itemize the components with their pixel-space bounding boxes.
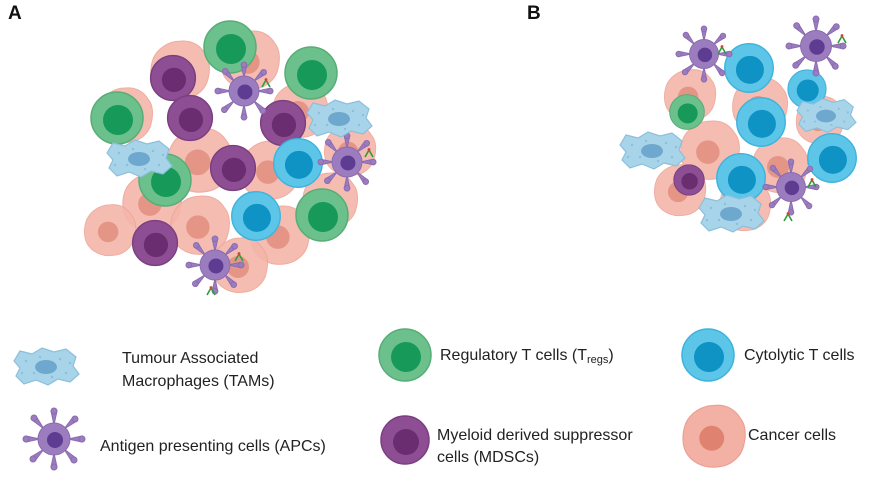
treg-cell [669,94,705,130]
apc-cell [317,132,377,192]
cytolytic-t-cell [273,138,323,188]
treg-cell [284,46,338,100]
panel-b-treg-cells [669,94,705,130]
cytolytic-t-cell [231,191,281,241]
legend-item-cancer: Cancer cells [682,404,836,468]
apc-cell [185,235,245,295]
treg-cell-icon [378,328,432,382]
mdsc-cell [149,54,197,102]
panel-b-mdsc-cells [673,164,705,196]
cytolytic-t-cell [736,97,786,147]
legend-apc-label: Antigen presenting cells (APCs) [100,438,326,455]
tam-cell [698,194,765,233]
tam-icon [13,347,80,386]
legend-item-treg: Regulatory T cells (Tregs) [378,328,614,382]
apc-cell [675,25,733,83]
apc-icon [22,407,86,471]
legend-ctl-label: Cytolytic T cells [744,347,855,364]
legend-cancer-label: Cancer cells [748,427,836,444]
panel-b-tumour-cluster [619,15,857,233]
cytolytic-t-cell [724,43,774,93]
panel-b-label: B [527,3,541,24]
apc-cell [214,61,274,121]
panel-a-label: A [8,3,22,24]
legend-tam-line2: Macrophages (TAMs) [122,373,275,390]
tam-cell [306,99,373,138]
legend-mdsc-line2: cells (MDSCs) [437,449,539,466]
mdsc-cell [131,219,179,267]
legend: Tumour Associated Macrophages (TAMs) Reg… [13,328,855,471]
apc-cell [762,158,820,216]
legend-tam-line1: Tumour Associated [122,350,258,367]
mdsc-icon [380,415,430,465]
legend-item-mdsc: Myeloid derived suppressor cells (MDSCs) [380,415,633,466]
cytolytic-t-cell-icon [681,328,735,382]
tam-cell [619,131,686,170]
treg-cell [203,20,257,74]
apc-cell [785,15,847,77]
treg-cell [295,188,349,242]
cytolytic-t-cell [807,133,857,183]
mdsc-cell [166,94,214,142]
tam-cell [796,98,857,133]
legend-treg-label: Regulatory T cells (Tregs) [440,347,614,366]
mdsc-cell [209,144,257,192]
panel-a-tumour-cluster [83,20,377,296]
legend-item-ctl: Cytolytic T cells [681,328,855,382]
legend-item-apc: Antigen presenting cells (APCs) [22,407,326,471]
mdsc-cell [673,164,705,196]
treg-cell [90,91,144,145]
cytolytic-t-cell [716,153,766,203]
cancer-cell-icon [682,404,746,468]
legend-item-tam: Tumour Associated Macrophages (TAMs) [13,347,275,390]
tam-cell [106,139,173,178]
legend-mdsc-line1: Myeloid derived suppressor [437,427,633,444]
